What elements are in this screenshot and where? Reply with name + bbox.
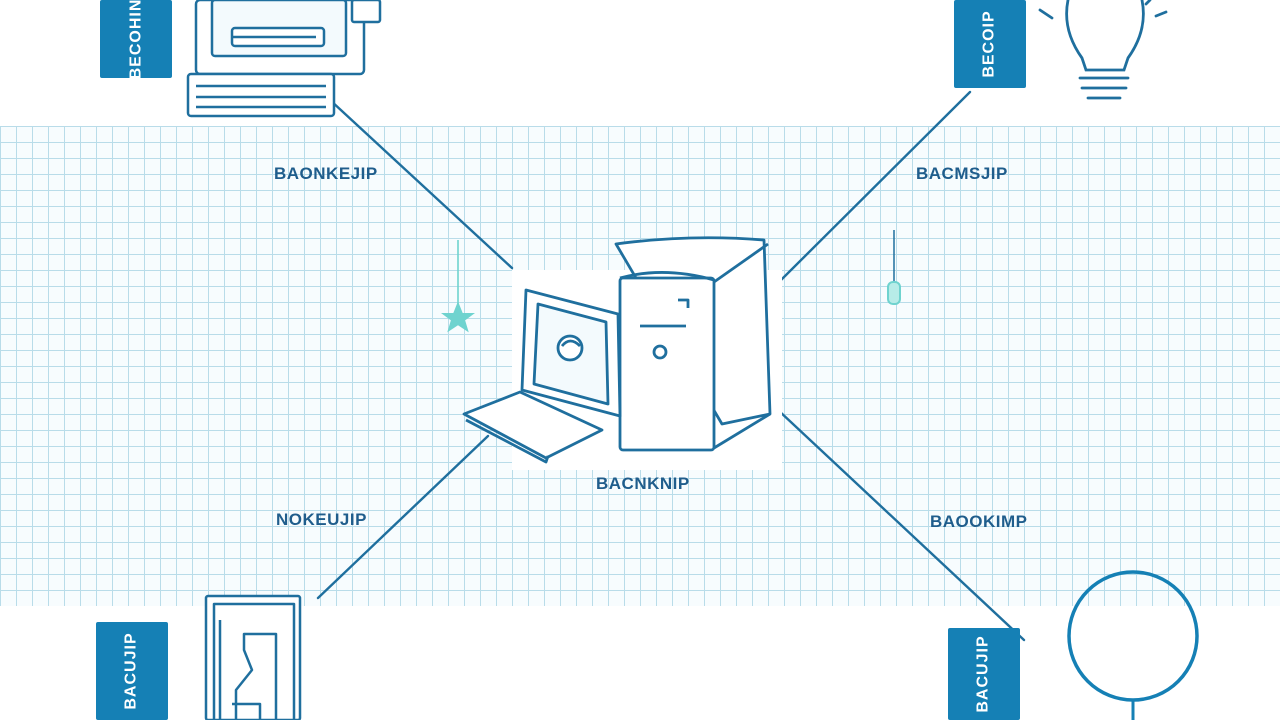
edge-label-top-right: BACMSJIP [916, 164, 1008, 183]
edge-label-top-left: BAONKEJIP [274, 164, 378, 183]
edge-label-bottom-left: NOKEUJIP [276, 510, 367, 529]
side-tag-top-left: BECOHIN [100, 0, 172, 80]
side-tag-text: BECOIP [981, 10, 998, 78]
side-tag-bottom-right: BACUJIP [948, 628, 1020, 720]
connector-bottom-left [316, 434, 490, 600]
connector-top-right [776, 90, 972, 285]
side-tag-top-right: BECOIP [954, 0, 1026, 88]
edge-label-center: BACNKNIP [596, 474, 690, 493]
pendant-accent [887, 230, 901, 305]
magnifier-icon [1067, 570, 1199, 720]
document-icon [204, 594, 302, 720]
computer-tower-icon [462, 236, 782, 470]
lightbulb-icon [1038, 0, 1168, 100]
laptop-icon [186, 0, 382, 118]
star-accent [441, 240, 475, 333]
side-tag-bottom-left: BACUJIP [96, 622, 168, 720]
side-tag-text: BECOHIN [127, 0, 144, 80]
edge-label-bottom-right: BAOOKIMP [930, 512, 1028, 531]
connector-bottom-right [776, 408, 1026, 642]
side-tag-text: BACUJIP [123, 632, 141, 710]
side-tag-text: BACUJIP [975, 635, 993, 713]
connector-top-left [328, 98, 514, 270]
